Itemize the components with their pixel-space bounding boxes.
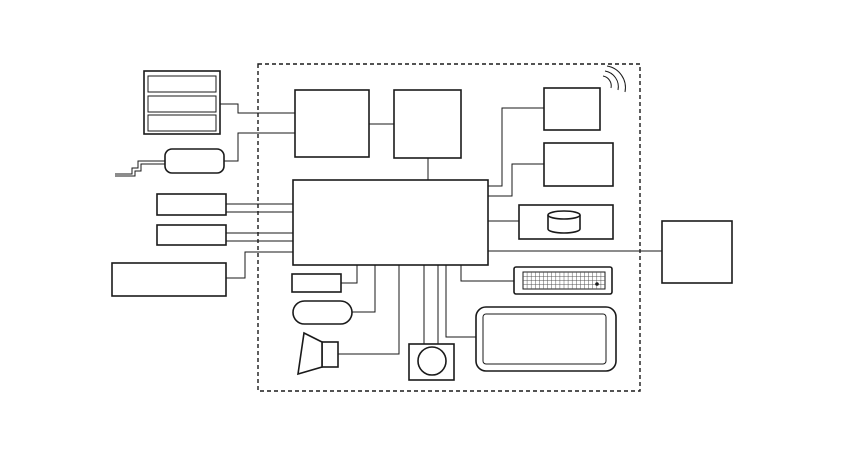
disk-storage <box>518 204 614 240</box>
right-module <box>543 142 614 187</box>
speaker <box>297 331 339 376</box>
wire-processor-to-keyboard <box>460 265 514 282</box>
wire-processor-to-rightbox <box>488 163 544 197</box>
display <box>475 306 617 372</box>
wire-processor-to-smallrect <box>341 265 358 284</box>
wireless-module <box>543 65 626 131</box>
display-screen <box>482 313 607 365</box>
plug-cable <box>115 160 165 175</box>
keyboard-dot <box>595 282 599 286</box>
wifi-wave-2-icon <box>604 70 619 91</box>
plug-device <box>115 148 225 177</box>
left-module-2 <box>156 224 227 246</box>
external-device <box>661 220 733 284</box>
central-processor <box>292 179 489 266</box>
wire-processor-to-antenna <box>488 107 544 187</box>
left-module-1 <box>156 193 227 216</box>
plug-cable-2 <box>115 163 165 177</box>
stacked-slot-1 <box>147 75 217 93</box>
wireless-module-box <box>543 87 601 131</box>
camera-lens-icon <box>417 346 447 376</box>
plug-body <box>164 148 225 174</box>
wire-processor-to-speaker <box>338 265 400 355</box>
block-b <box>393 89 462 159</box>
keyboard-grid <box>523 272 605 289</box>
connections <box>220 103 662 355</box>
block-a <box>294 89 370 158</box>
speaker-cone-icon <box>297 331 323 376</box>
stacked-storage-module <box>143 70 221 135</box>
wire-processor-to-display <box>445 265 476 338</box>
camera-module <box>408 343 455 381</box>
disk-cylinder-top <box>547 210 581 220</box>
left-module-3 <box>111 262 227 297</box>
oval-component <box>292 300 353 325</box>
keyboard <box>513 266 613 295</box>
speaker-magnet <box>321 341 339 368</box>
wire-stack-to-a <box>220 103 295 114</box>
device-enclosure <box>257 63 641 392</box>
disk-cylinder-icon <box>547 215 581 234</box>
stacked-slot-2 <box>147 95 217 113</box>
wire-left3-to-processor <box>226 251 293 279</box>
wire-processor-to-oval <box>352 265 376 313</box>
small-component <box>291 273 342 293</box>
wifi-wave-3-icon <box>606 65 626 93</box>
stacked-slot-3 <box>147 114 217 132</box>
stacked-module-frame <box>143 70 221 135</box>
wire-plug-to-a <box>224 132 295 162</box>
display-bezel <box>475 306 617 372</box>
wifi-wave-1-icon <box>602 75 612 89</box>
